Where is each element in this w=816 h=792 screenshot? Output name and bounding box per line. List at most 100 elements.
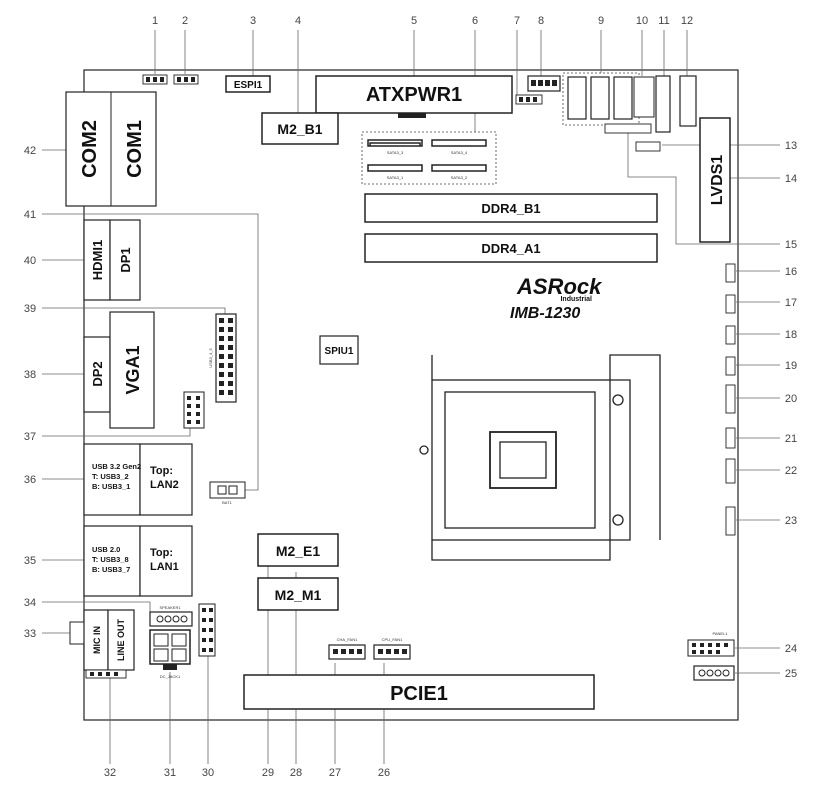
- callouts-bottom: 26 27 28 29 30 31 32: [104, 767, 390, 779]
- spiu1-label: SPIU1: [325, 346, 354, 357]
- callout-1: 1: [152, 15, 158, 27]
- callout-8: 8: [538, 15, 544, 27]
- speaker1: SPEAKER1: [149, 605, 193, 627]
- usb32-top: T: USB3_2: [92, 472, 129, 481]
- com1-label: COM1: [124, 120, 146, 178]
- callout-35: 35: [24, 555, 36, 567]
- pcie1-label: PCIE1: [390, 683, 448, 705]
- sata3-2-label: SATA3_2: [451, 175, 468, 180]
- brand-model: IMB-1230: [510, 305, 580, 322]
- panel1-label: PANEL1: [712, 631, 728, 636]
- callout-11: 11: [658, 15, 669, 27]
- sata3-4-label: SATA3_4: [451, 150, 468, 155]
- lan1-top-label: Top:: [150, 547, 173, 559]
- dp2-label: DP2: [90, 361, 105, 386]
- atxpwr1: ATXPWR1: [315, 75, 513, 118]
- header-37: [183, 391, 205, 429]
- pcie1: PCIE1: [243, 674, 595, 710]
- callout-30: 30: [202, 767, 214, 779]
- callout-leaders-top: [154, 30, 688, 132]
- callout-3: 3: [250, 15, 256, 27]
- lan1-label: LAN1: [150, 561, 179, 573]
- callout-23: 23: [785, 515, 797, 527]
- cpu-fan1: CPU_FAN1: [373, 637, 411, 660]
- callout-26: 26: [378, 767, 390, 779]
- bat1: BAT1: [209, 481, 246, 505]
- audio-block: MIC IN LINE OUT: [69, 609, 135, 671]
- espi1-label: ESPI1: [234, 80, 263, 91]
- callout-9: 9: [598, 15, 604, 27]
- m2-e1: M2_E1: [257, 533, 339, 567]
- dp1-label: DP1: [118, 247, 133, 272]
- com2-label: COM2: [79, 120, 101, 178]
- callout-13: 13: [785, 140, 797, 152]
- callout-33: 33: [24, 628, 36, 640]
- callout-29: 29: [262, 767, 274, 779]
- callout-5: 5: [411, 15, 417, 27]
- cpu-socket: [419, 354, 661, 561]
- com-ports: COM2 COM1: [65, 91, 157, 207]
- sata3-1-label: SATA3_1: [387, 175, 404, 180]
- m2-m1-label: M2_M1: [275, 587, 322, 603]
- usb20-top: T: USB3_8: [92, 555, 129, 564]
- callout-18: 18: [785, 329, 797, 341]
- brand-block: ASRock Industrial IMB-1230: [510, 274, 603, 322]
- usb32-title: USB 3.2 Gen2: [92, 462, 141, 471]
- callout-2: 2: [182, 15, 188, 27]
- callout-4: 4: [295, 15, 301, 27]
- callout-17: 17: [785, 297, 797, 309]
- usb20-title: USB 2.0: [92, 545, 120, 554]
- callouts-left: 33 34 35 36 37 38 39 40 41 42: [24, 145, 36, 640]
- callout-37: 37: [24, 431, 36, 443]
- sata3-3-label: SATA3_3: [387, 150, 404, 155]
- callout-15: 15: [785, 239, 797, 251]
- callout-27: 27: [329, 767, 341, 779]
- hdmi1-label: HDMI1: [90, 240, 105, 280]
- callout-22: 22: [785, 465, 797, 477]
- m2-e1-label: M2_E1: [276, 543, 321, 559]
- callout-12: 12: [681, 15, 693, 27]
- cha-fan1: CHA_FAN1: [328, 637, 366, 660]
- usb32-bottom: B: USB3_1: [92, 482, 130, 491]
- lvds1-label: LVDS1: [709, 155, 726, 205]
- header-25: [693, 665, 735, 681]
- lvds1: LVDS1: [699, 117, 731, 243]
- hdmi-dp-block: HDMI1 DP1: [83, 219, 141, 301]
- callout-36: 36: [24, 474, 36, 486]
- callout-20: 20: [785, 393, 797, 405]
- header-30: [198, 603, 216, 657]
- callout-21: 21: [785, 433, 797, 445]
- callout-34: 34: [24, 597, 36, 609]
- callout-40: 40: [24, 255, 36, 267]
- espi1: ESPI1: [225, 75, 271, 93]
- callouts-top: 1 2 3 4 5 6 7 8 9 10 11 12: [152, 15, 693, 27]
- usb20-bottom: B: USB3_7: [92, 565, 130, 574]
- m2-b1-label: M2_B1: [277, 121, 322, 137]
- usb20-lan1-block: USB 2.0 T: USB3_8 B: USB3_7 Top: LAN1: [83, 525, 193, 597]
- brand-logo: ASRock: [516, 274, 603, 299]
- callout-38: 38: [24, 369, 36, 381]
- callout-19: 19: [785, 360, 797, 372]
- callout-6: 6: [472, 15, 478, 27]
- callout-41: 41: [24, 209, 36, 221]
- callouts-right: 13 14 15 16 17 18 19 20 21 22 23 24 25: [785, 140, 797, 680]
- callout-31: 31: [164, 767, 176, 779]
- usb32-lan2-block: USB 3.2 Gen2 T: USB3_2 B: USB3_1 Top: LA…: [83, 443, 193, 516]
- line-out-label: LINE OUT: [116, 618, 126, 661]
- header-32: [85, 669, 127, 679]
- usb3-4-5-header: USB3_4_5: [208, 313, 237, 403]
- callout-16: 16: [785, 266, 797, 278]
- bat1-label: BAT1: [222, 500, 232, 505]
- atxpwr1-label: ATXPWR1: [366, 84, 462, 106]
- dp2-vga-block: DP2 VGA1: [83, 311, 155, 429]
- callout-39: 39: [24, 303, 36, 315]
- mic-in-label: MIC IN: [92, 626, 102, 654]
- callout-10: 10: [636, 15, 648, 27]
- cha-fan1-label: CHA_FAN1: [337, 637, 358, 642]
- panel1: PANEL1: [687, 631, 735, 657]
- callout-32: 32: [104, 767, 116, 779]
- callout-42: 42: [24, 145, 36, 157]
- callout-14: 14: [785, 173, 797, 185]
- callout-7: 7: [514, 15, 520, 27]
- spiu1: SPIU1: [319, 335, 359, 365]
